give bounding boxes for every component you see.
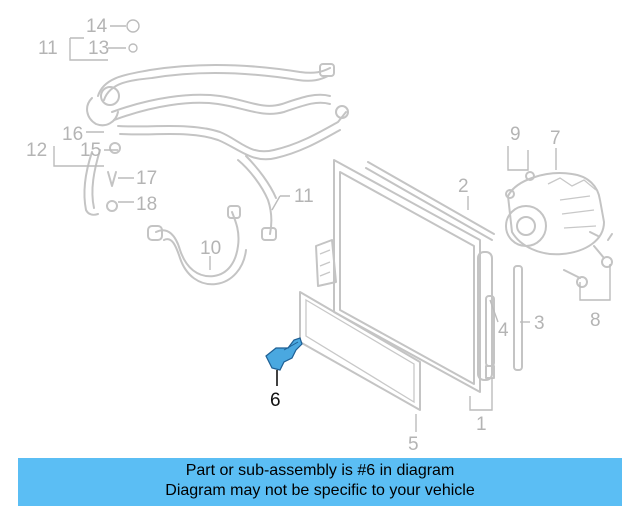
plugs-9 [505, 171, 535, 199]
callout-5: 5 [408, 434, 419, 452]
callout-13: 13 [88, 38, 109, 59]
bolts-8 [563, 231, 613, 288]
info-banner: Part or sub-assembly is #6 in diagram Di… [18, 458, 622, 506]
leader-lines [53, 19, 611, 432]
callout-7: 7 [550, 128, 561, 149]
banner-line-2: Diagram may not be specific to your vehi… [165, 482, 475, 499]
callouts: 14 13 11 16 12 15 17 18 11 10 2 3 4 1 5 … [26, 16, 601, 452]
hose-10 [147, 205, 247, 286]
seal-strip-2 [365, 161, 495, 241]
callout-14: 14 [86, 16, 108, 37]
seal-strip-3 [513, 265, 523, 371]
callout-16: 16 [62, 124, 83, 145]
callout-18: 18 [136, 194, 157, 215]
parts-diagram: 14 13 11 16 12 15 17 18 11 10 2 3 4 1 5 … [26, 16, 613, 452]
callout-8: 8 [590, 310, 601, 331]
condenser [315, 159, 495, 393]
callout-1: 1 [476, 414, 487, 435]
banner-line-1: Part or sub-assembly is #6 in diagram [185, 462, 455, 479]
highlighted-part-6 [265, 337, 303, 371]
hose-11 [237, 155, 277, 241]
callout-11-top: 11 [38, 38, 58, 59]
callout-17: 17 [136, 168, 157, 189]
callout-6: 6 [270, 390, 281, 411]
compressor [505, 172, 605, 256]
callout-15: 15 [80, 140, 101, 161]
callout-9: 9 [510, 124, 521, 145]
callout-10: 10 [200, 238, 221, 259]
callout-12: 12 [26, 140, 47, 161]
callout-2: 2 [458, 176, 469, 197]
refrigerant-hose-assembly [83, 63, 349, 216]
air-guide-panel-5 [299, 291, 421, 411]
callout-4: 4 [498, 320, 509, 341]
callout-3: 3 [534, 313, 545, 334]
callout-11-mid: 11 [294, 186, 314, 207]
